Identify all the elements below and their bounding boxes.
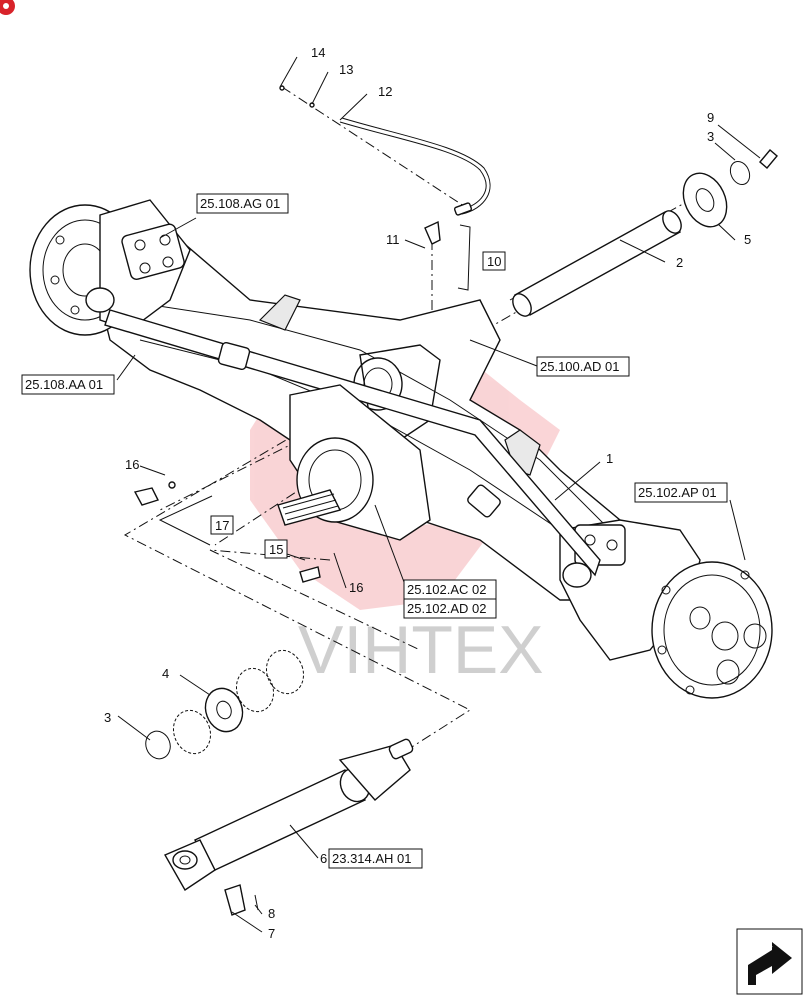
- item-number-14: 14: [311, 45, 325, 60]
- next-page-arrow-icon[interactable]: [736, 928, 803, 995]
- ref-25-108-aa-01[interactable]: 25.108.AA 01: [21, 374, 115, 395]
- item-number-6: 6: [320, 851, 327, 866]
- item-number-12: 12: [378, 84, 392, 99]
- watermark-text: VIHTEX: [298, 612, 544, 688]
- item-number-1: 1: [606, 451, 613, 466]
- brand-logo-icon: [0, 0, 15, 15]
- svg-text:17: 17: [215, 518, 229, 533]
- ref-25-102-ap-01[interactable]: 25.102.AP 01: [634, 482, 728, 503]
- item-number-3: 3: [104, 710, 111, 725]
- ref-25-102-ac-02[interactable]: 25.102.AC 02: [403, 579, 497, 600]
- pivot-pin: [512, 210, 682, 317]
- bolt: [759, 149, 778, 169]
- snap-ring-upper: [729, 160, 751, 186]
- boxed-number-17[interactable]: 17: [210, 515, 234, 535]
- svg-text:15: 15: [269, 542, 283, 557]
- item-number-9: 9: [707, 110, 714, 125]
- item-number-5: 5: [744, 232, 751, 247]
- svg-text:25.102.AC 02: 25.102.AC 02: [407, 582, 487, 597]
- ref-25-108-ag-01[interactable]: 25.108.AG 01: [196, 193, 289, 214]
- svg-text:25.108.AA 01: 25.108.AA 01: [25, 377, 103, 392]
- right-wheel-hub: [559, 519, 773, 699]
- ref-25-100-ad-01[interactable]: 25.100.AD 01: [536, 356, 630, 377]
- drive-shaft: [164, 738, 414, 916]
- thrust-washer: [682, 172, 728, 228]
- shim-stack: [145, 649, 305, 760]
- ref-25-102-ad-02[interactable]: 25.102.AD 02: [403, 598, 497, 619]
- item-number-11: 11: [386, 232, 400, 247]
- grease-line: [279, 85, 491, 245]
- boxed-number-10[interactable]: 10: [482, 251, 506, 271]
- fitting-elbow: [133, 481, 339, 583]
- ref-23-314-ah-01[interactable]: 23.314.AH 01: [328, 848, 423, 869]
- boxed-number-15[interactable]: 15: [264, 539, 288, 559]
- svg-text:25.102.AD 02: 25.102.AD 02: [407, 601, 487, 616]
- svg-text:25.102.AP 01: 25.102.AP 01: [638, 485, 717, 500]
- tie-rod: [85, 287, 601, 588]
- item-number-7: 7: [268, 926, 275, 941]
- item-number-8: 8: [268, 906, 275, 921]
- item-number-16: 16: [349, 580, 363, 595]
- item-number-16: 16: [125, 457, 139, 472]
- item-number-4: 4: [162, 666, 169, 681]
- item-number-2: 2: [676, 255, 683, 270]
- svg-text:25.100.AD 01: 25.100.AD 01: [540, 359, 620, 374]
- svg-text:25.108.AG 01: 25.108.AG 01: [200, 196, 280, 211]
- differential-input: [277, 384, 431, 541]
- svg-text:23.314.AH 01: 23.314.AH 01: [332, 851, 412, 866]
- item-number-3: 3: [707, 129, 714, 144]
- item-number-13: 13: [339, 62, 353, 77]
- svg-text:10: 10: [487, 254, 501, 269]
